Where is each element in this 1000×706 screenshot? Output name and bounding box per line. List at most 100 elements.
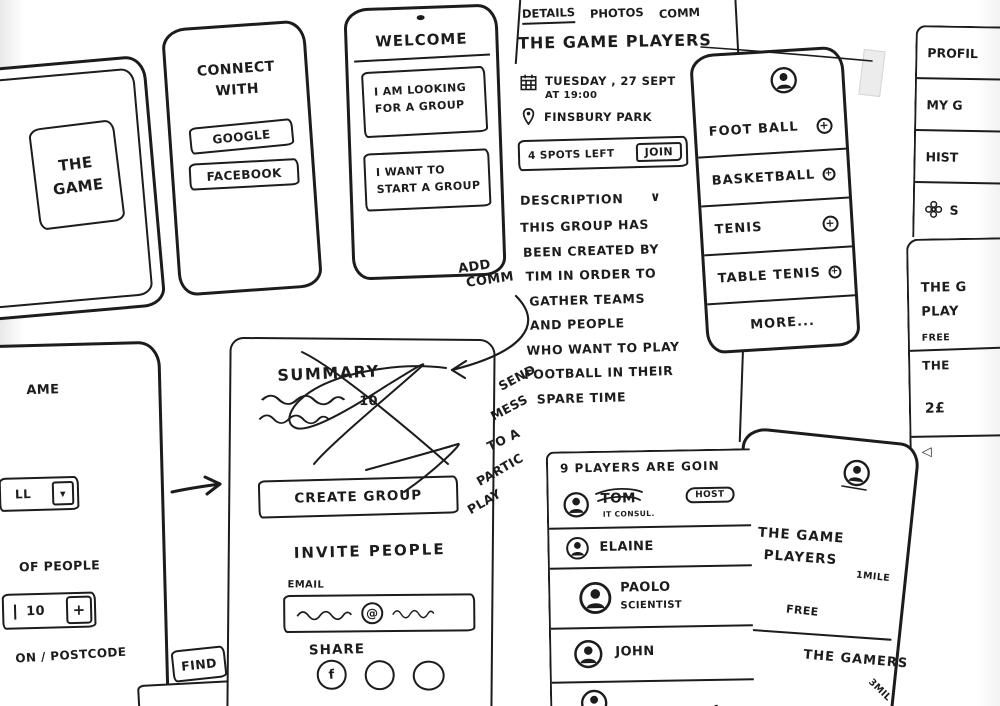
menu-item-settings[interactable]: S xyxy=(914,183,1000,237)
event-datetime-text: TUESDAY , 27 SEPT AT 19:00 xyxy=(545,74,676,101)
circle-add-icon xyxy=(816,116,834,134)
player-row[interactable] xyxy=(552,680,754,706)
player-avatar-icon xyxy=(573,639,604,670)
splash-logo-line2: GAME xyxy=(51,174,105,199)
description-text: THIS GROUP HAS BEEN CREATED BY TIM IN OR… xyxy=(520,212,681,412)
sport-label: MORE... xyxy=(749,313,816,333)
profile-avatar-icon[interactable] xyxy=(769,65,799,95)
back-icon[interactable]: ◁ xyxy=(921,444,933,460)
player-row[interactable]: TOM HOST IT CONSUL. xyxy=(548,480,752,530)
share-buttons: f xyxy=(315,658,445,692)
sport-dropdown-value: LL xyxy=(14,487,32,502)
game-price: 2£ xyxy=(924,400,946,417)
circle-add-icon xyxy=(828,265,842,279)
tape-sticky xyxy=(858,48,886,98)
splash-logo: THE GAME xyxy=(27,119,126,231)
start-a-group-button[interactable]: I WANT TO START A GROUP xyxy=(363,148,492,212)
result-name: THE GAMERS xyxy=(802,647,909,672)
event-location: FINSBURY PARK xyxy=(522,108,652,125)
chevron-down-icon: ▾ xyxy=(51,480,75,506)
summary-count: 10 xyxy=(359,393,379,410)
group-title: THE GAME PLAYERS xyxy=(517,30,713,53)
player-row[interactable]: ELAINE xyxy=(549,526,752,570)
event-date: TUESDAY , 27 SEPT xyxy=(545,74,676,88)
game-name-line2: PLAY xyxy=(921,304,960,320)
menu-item-profile[interactable]: PROFIL xyxy=(916,27,1000,81)
sport-item-more[interactable]: MORE... xyxy=(707,296,857,349)
summary-scribble-line xyxy=(257,411,331,425)
flow-arrowhead xyxy=(203,475,222,496)
share-button[interactable] xyxy=(412,660,445,691)
splash-logo-line1: THE xyxy=(57,152,94,175)
start-a-group-label-line2: START A GROUP xyxy=(376,178,481,197)
flow-arrow xyxy=(170,482,222,494)
result-name-line1: THE GAME xyxy=(757,524,845,547)
summary-scribble-line xyxy=(259,391,347,406)
sports-screen: FOOT BALL BASKETBALL TENIS TABLE TENIS M… xyxy=(688,45,862,355)
create-group-button[interactable]: CREATE GROUP xyxy=(257,475,459,519)
profile-avatar-icon[interactable] xyxy=(841,458,872,489)
result-distance: 1MILE xyxy=(855,569,891,585)
looking-for-group-button[interactable]: I AM LOOKING FOR A GROUP xyxy=(360,65,489,139)
menu-item-label: HIST xyxy=(925,148,959,165)
find-button[interactable]: FIND xyxy=(170,645,228,683)
join-button[interactable]: JOIN xyxy=(635,141,683,163)
game-price: FREE xyxy=(921,332,951,344)
settings-flower-icon xyxy=(924,200,942,218)
camera-icon xyxy=(416,14,425,21)
field-label-postcode: ON / POSTCODE xyxy=(14,644,127,666)
details-screen: DETAILS PHOTOS COMM THE GAME PLAYERS TUE… xyxy=(508,0,744,440)
circle-add-icon xyxy=(822,214,839,232)
menu-item-my-groups[interactable]: MY G xyxy=(916,79,1000,133)
email-scribble xyxy=(295,607,353,621)
player-name: ELAINE xyxy=(599,538,654,555)
email-scribble xyxy=(391,607,435,619)
facebook-login-button[interactable]: FACEBOOK xyxy=(188,158,300,191)
collapse-caret-icon[interactable]: ∨ xyxy=(650,190,661,205)
calendar-icon xyxy=(520,74,537,91)
row-divider xyxy=(909,346,1000,352)
player-avatar-icon xyxy=(562,491,589,518)
sport-dropdown[interactable]: LL ▾ xyxy=(0,475,80,512)
google-login-button[interactable]: GOOGLE xyxy=(188,118,295,155)
player-subtitle: SCIENTIST xyxy=(620,599,683,612)
player-row[interactable]: JOHN xyxy=(550,626,754,684)
welcome-screen: WELCOME I AM LOOKING FOR A GROUP I WANT … xyxy=(343,3,507,281)
email-input[interactable]: @ xyxy=(283,593,476,633)
tab-photos[interactable]: PHOTOS xyxy=(589,5,645,21)
host-badge: HOST xyxy=(685,486,735,504)
games-price-list-screen: THE G PLAY FREE THE 2£ ◁ xyxy=(905,237,1000,471)
players-title: 9 PLAYERS ARE GOIN xyxy=(559,458,720,476)
connect-heading: CONNECT WITH xyxy=(166,54,307,106)
player-avatar-icon xyxy=(578,581,613,616)
circle-add-icon xyxy=(822,167,836,182)
spots-left-label: 4 SPOTS LEFT xyxy=(527,147,615,162)
game-name-line1: THE G xyxy=(920,279,967,296)
connect-screen: CONNECT WITH GOOGLE FACEBOOK xyxy=(160,19,324,297)
player-row[interactable]: PAOLO SCIENTIST xyxy=(549,566,753,630)
sport-label: TABLE TENIS xyxy=(717,265,822,287)
tab-comments[interactable]: COMM xyxy=(658,4,701,22)
tab-details[interactable]: DETAILS xyxy=(521,5,576,25)
create-group-form-screen: AME LL ▾ OF PEOPLE 10 + ON / POSTCODE xyxy=(0,340,170,706)
player-name: JOHN xyxy=(615,643,655,660)
game-name: THE xyxy=(922,358,950,373)
spots-join-bar: 4 SPOTS LEFT JOIN xyxy=(517,135,689,172)
email-label: EMAIL xyxy=(287,579,325,591)
people-stepper[interactable]: 10 + xyxy=(1,591,97,630)
summary-title: SUMMARY xyxy=(276,361,380,385)
splash-screen: THE GAME xyxy=(0,54,167,326)
at-icon: @ xyxy=(361,602,384,625)
welcome-divider xyxy=(354,53,491,63)
share-facebook-button[interactable]: f xyxy=(315,658,348,691)
sport-label: TENIS xyxy=(714,219,763,238)
description-line: TIM IN ORDER TO xyxy=(525,265,657,284)
event-datetime: TUESDAY , 27 SEPT AT 19:00 xyxy=(520,74,676,101)
player-avatar-icon xyxy=(565,536,589,560)
people-count-value: 10 xyxy=(13,602,67,620)
menu-item-history[interactable]: HIST xyxy=(915,131,1000,185)
details-tabs: DETAILS PHOTOS COMM xyxy=(521,4,701,25)
share-button[interactable] xyxy=(363,659,396,692)
plus-icon[interactable]: + xyxy=(65,595,93,625)
